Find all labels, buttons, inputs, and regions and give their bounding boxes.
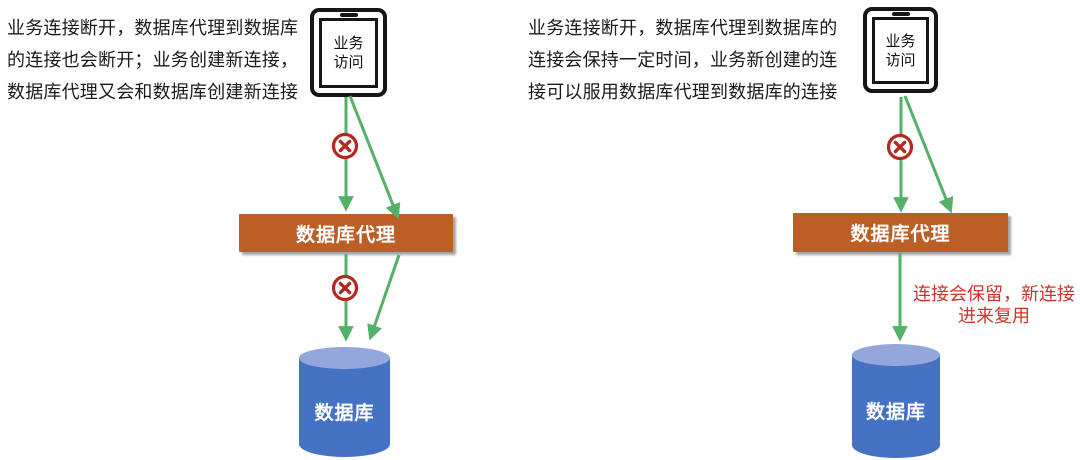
client-to-proxy-new-connection-arrow [903, 95, 954, 214]
proxy-to-database-new-connection-arrow [367, 254, 401, 341]
database-proxy-label: 数据库代理 [295, 224, 396, 246]
broken-connection-x-circle-icon [331, 274, 359, 302]
tablet-screen: 业务 访问 [319, 18, 378, 88]
cylinder-body: 数据库 [852, 355, 940, 458]
client-label: 业务 访问 [885, 32, 916, 69]
database-label: 数据库 [865, 402, 926, 423]
database-label: 数据库 [314, 403, 375, 424]
broken-connection-x-circle-icon [886, 133, 914, 161]
client-label: 业务 访问 [333, 35, 364, 71]
tablet-icon: 业务 访问 [310, 8, 387, 97]
database-proxy-box: 数据库代理 [793, 213, 1008, 252]
database-proxy-box: 数据库代理 [239, 214, 453, 252]
connection-kept-annotation: 连接会保留，新连接 进来复用 [913, 284, 1075, 326]
tablet-camera-bar-icon [339, 13, 358, 17]
database-proxy-label: 数据库代理 [850, 224, 951, 245]
cylinder-top-ellipse [299, 347, 390, 369]
left-description-text: 业务连接断开，数据库代理到数据库 的连接也会断开；业务创建新连接， 数据库代理又… [7, 18, 299, 102]
database-cylinder: 数据库 [852, 344, 940, 458]
tablet-screen: 业务 访问 [872, 17, 929, 84]
broken-connection-x-circle-icon [331, 132, 359, 160]
client-to-proxy-new-connection-arrow [348, 95, 401, 220]
cylinder-body: 数据库 [299, 358, 390, 457]
cylinder-top-ellipse [852, 344, 940, 366]
right-description-text: 业务连接断开，数据库代理到数据库的 连接会保持一定时间，业务新创建的连 接可以服… [528, 18, 838, 102]
database-cylinder: 数据库 [299, 347, 390, 457]
tablet-camera-bar-icon [891, 12, 910, 16]
tablet-icon: 业务 访问 [863, 7, 938, 93]
